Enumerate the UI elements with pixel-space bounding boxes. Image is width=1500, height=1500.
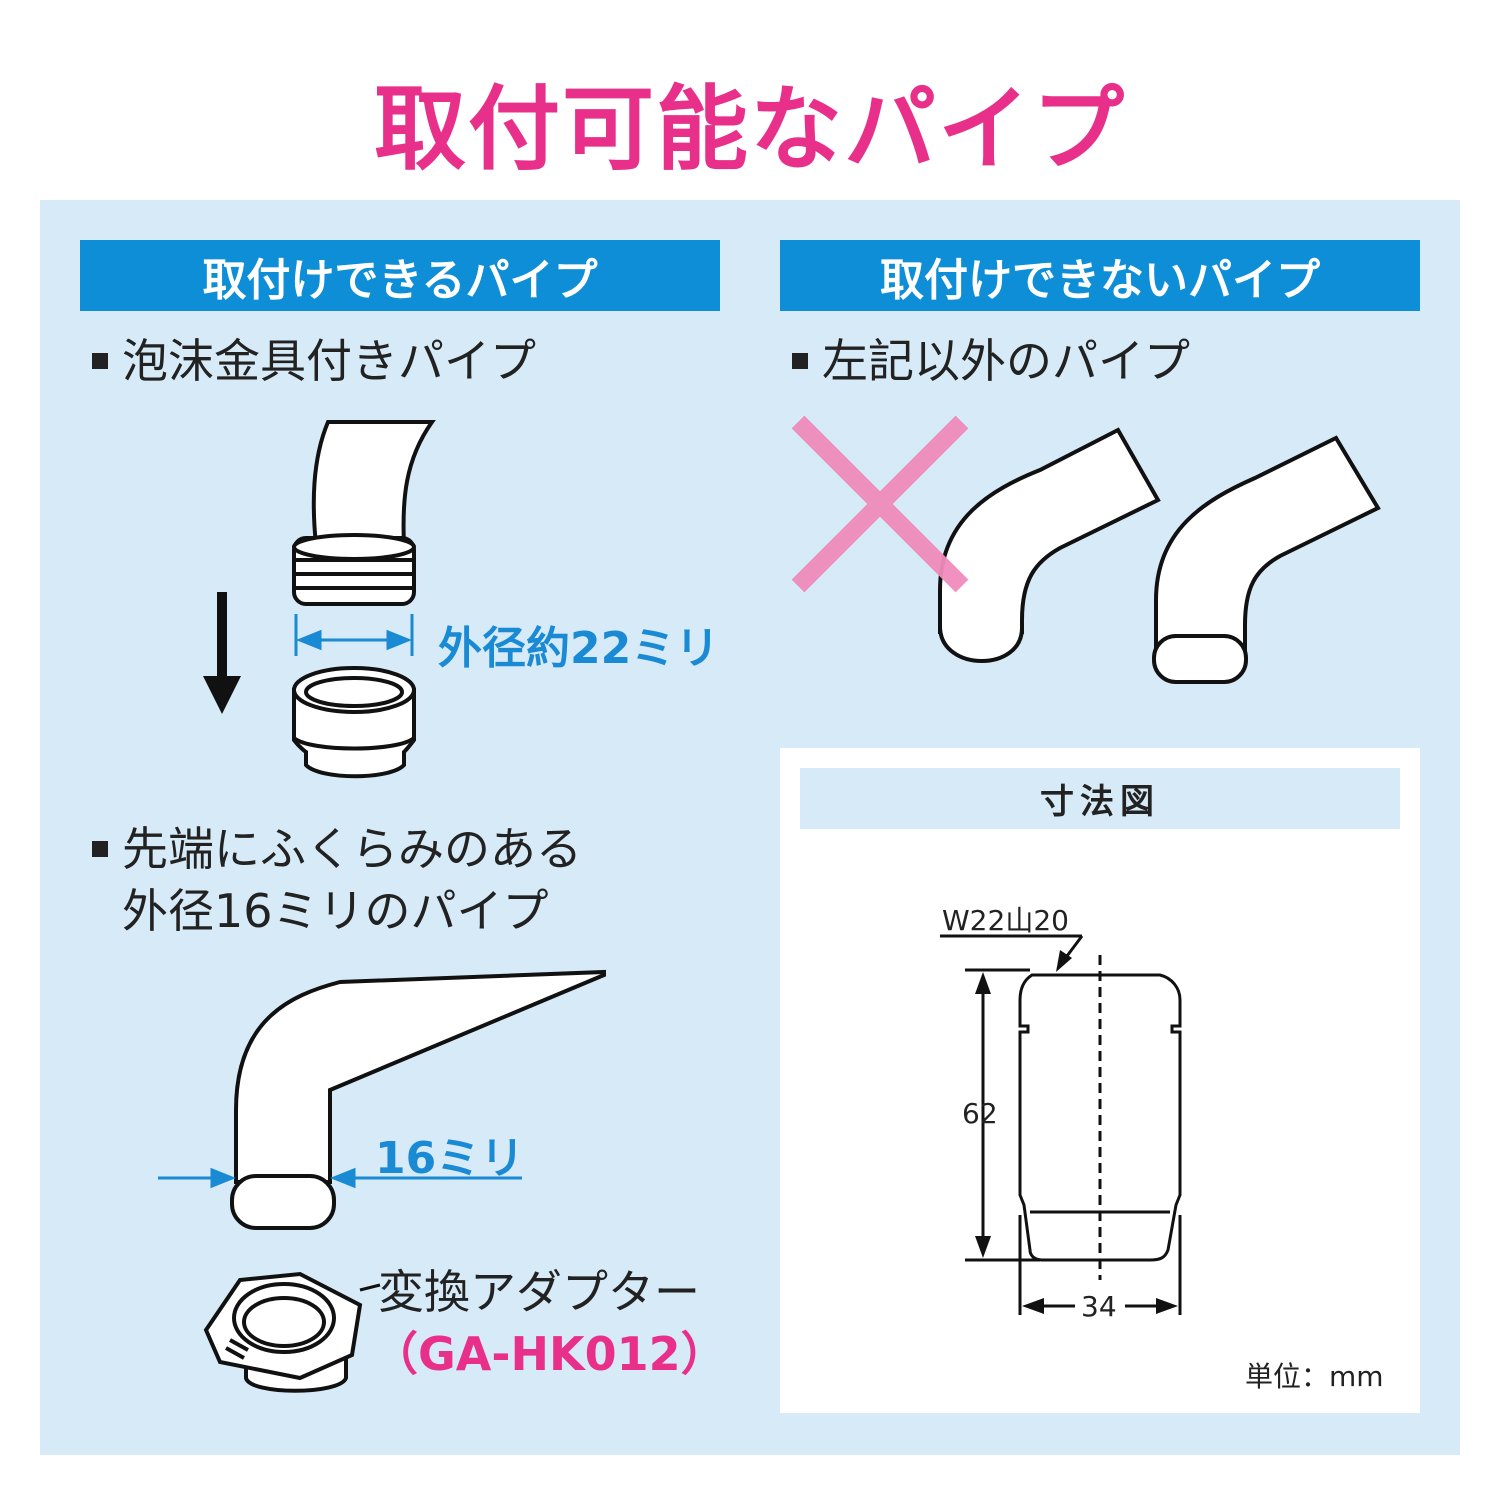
incompatible-item-other: 左記以外のパイプ [792,332,1190,390]
thread-spec-label: W22山20 [942,904,1069,937]
compatible-item-bulged-pipe: 先端にふくらみのある 外径16ミリのパイプ [92,820,582,940]
adapter-label: 変換アダプター [378,1265,700,1319]
compatible-item-aerator: 泡沫金具付きパイプ [92,332,536,390]
dimension-drawing-header: 寸法図 [800,768,1400,829]
pipe-diameter-label: 16ミリ [375,1133,525,1184]
width-dimension-label: 34 [1081,1290,1117,1323]
compatible-header: 取付けできるパイプ [80,240,720,311]
adapter-code: （GA-HK012） [372,1327,727,1381]
page-title: 取付可能なパイプ [373,76,1126,183]
incompatible-header: 取付けできないパイプ [780,240,1420,311]
unit-label: 単位：mm [1245,1360,1384,1393]
outer-diameter-label: 外径約22ミリ [438,623,720,674]
bullet-square-icon [792,352,808,369]
height-dimension-label: 62 [962,1097,998,1130]
bullet-square-icon [92,840,108,857]
bullet-square-icon [92,352,108,369]
